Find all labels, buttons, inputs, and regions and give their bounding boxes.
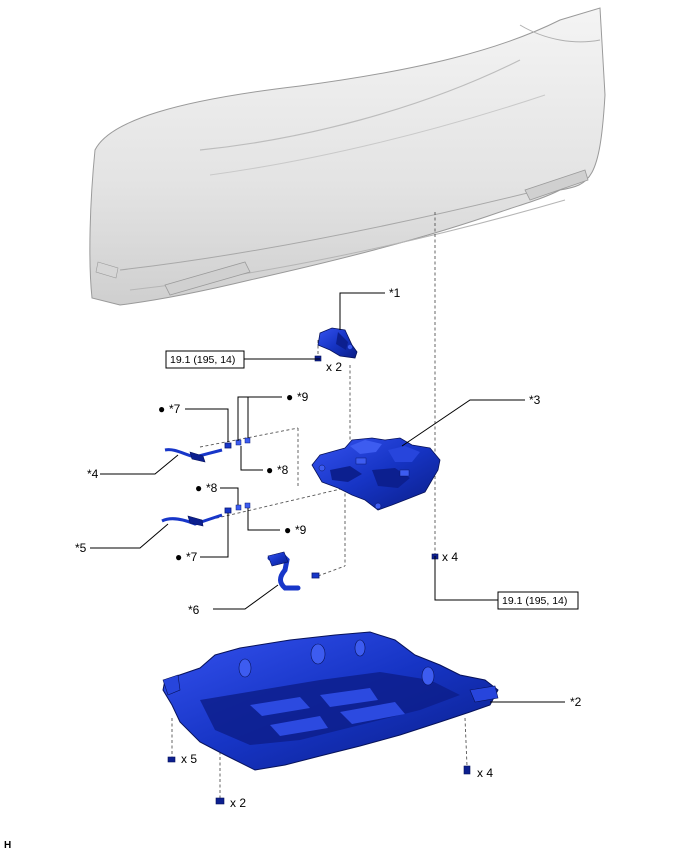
callout-7-lower: *7	[186, 550, 198, 564]
bullet-icon: ●	[286, 390, 293, 404]
qty-cover-bottom: x 2	[230, 796, 246, 810]
bullet-icon: ●	[158, 402, 165, 416]
callout-2: *2	[570, 695, 582, 709]
footer-code: H	[4, 840, 11, 851]
clip-icon	[215, 797, 225, 805]
callout-1: *1	[389, 286, 401, 300]
torque-label-lower: 19.1 (195, 14)	[502, 595, 567, 607]
bullet-icon: ●	[195, 481, 202, 495]
torque-label-upper: 19.1 (195, 14)	[170, 354, 235, 366]
callout-4: *4	[87, 467, 99, 481]
bullet-icon: ●	[266, 463, 273, 477]
callout-8-lower: *8	[206, 481, 218, 495]
callout-9-lower: *9	[295, 523, 307, 537]
bullet-icon: ●	[175, 550, 182, 564]
leader-lines	[90, 292, 565, 703]
under-cover-part-2	[162, 631, 499, 771]
callout-8-upper: *8	[277, 463, 289, 477]
clip-icon	[167, 756, 176, 763]
rear-bumper	[89, 7, 606, 306]
qty-cover-right: x 4	[477, 766, 493, 780]
qty-unit-bolts: x 4	[442, 550, 458, 564]
main-unit-part-3	[311, 437, 441, 511]
qty-cover-left: x 5	[181, 752, 197, 766]
callout-9-upper: *9	[297, 390, 309, 404]
bullet-icon: ●	[284, 523, 291, 537]
callout-5: *5	[75, 541, 87, 555]
assembly-guide-lines	[171, 212, 468, 798]
qty-bracket-bolts: x 2	[326, 360, 342, 374]
bracket-part-1	[317, 327, 358, 359]
callout-6: *6	[188, 603, 200, 617]
torque-spec-upper: 19.1 (195, 14)	[165, 350, 245, 369]
callout-7-upper: *7	[169, 402, 181, 416]
hose-part-6	[267, 551, 320, 591]
wire-harness-part-5	[161, 502, 251, 527]
callout-3: *3	[529, 393, 541, 407]
torque-spec-lower: 19.1 (195, 14)	[497, 591, 579, 610]
wire-harness-part-4	[164, 437, 251, 463]
bolt-icon	[463, 765, 471, 775]
